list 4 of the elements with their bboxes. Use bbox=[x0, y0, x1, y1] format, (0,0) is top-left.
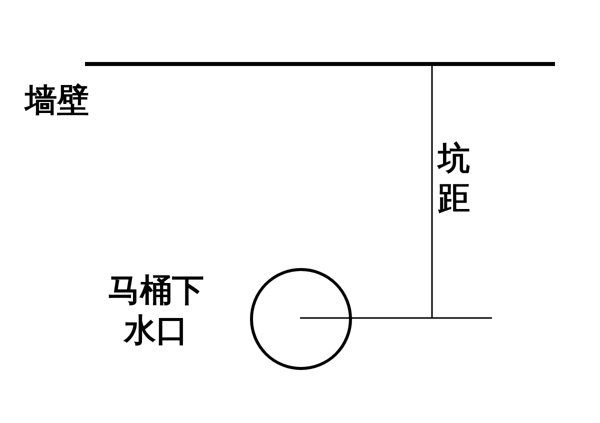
drain-outlet-circle bbox=[250, 268, 352, 370]
dimension-label: 坑距 bbox=[438, 138, 471, 218]
wall-label: 墙壁 bbox=[25, 80, 90, 120]
outlet-label: 马桶下水口 bbox=[107, 270, 205, 350]
